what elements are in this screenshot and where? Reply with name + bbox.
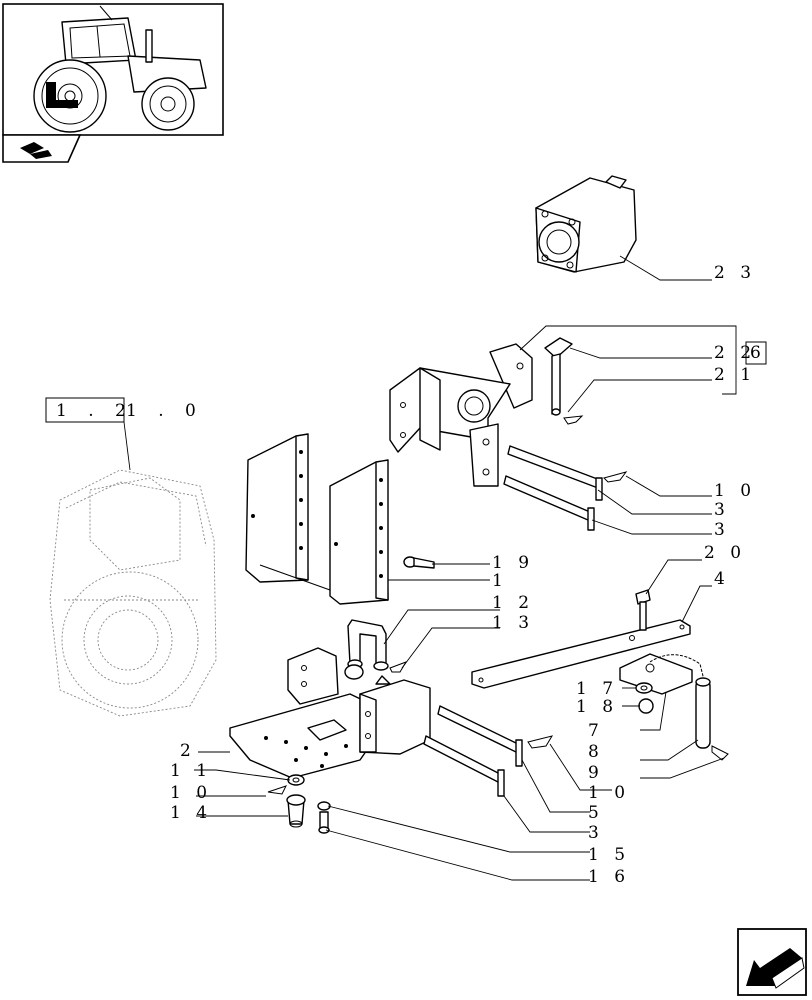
part-12-u-bolt (347, 619, 389, 671)
callout-19: 1 9 (492, 553, 534, 573)
callout-15: 1 5 (588, 845, 630, 865)
callout-14: 1 4 (170, 803, 212, 823)
callout-8: 8 (588, 742, 604, 762)
part-2-lower-plate (229, 647, 431, 779)
callout-1: 1 (492, 571, 508, 591)
leader-lines (123, 255, 737, 881)
callout-10-left: 1 0 (170, 783, 212, 803)
part-17-18-washers (635, 682, 654, 714)
part-13-clip (389, 661, 408, 673)
part-5-pin (437, 705, 523, 767)
part-23-cover (535, 175, 637, 273)
callout-12: 1 2 (492, 593, 534, 613)
callout-5: 5 (588, 803, 604, 823)
callout-9: 9 (588, 763, 604, 783)
callout-labels: 2 3 2 2 6 2 1 1 0 3 3 2 0 1 9 1 4 1 2 1 … (170, 263, 767, 887)
callout-17: 1 7 (576, 679, 618, 699)
part-16-bolt (318, 811, 330, 834)
part-9-clip (711, 745, 729, 761)
reference-link[interactable]: 1 . 2 1 . 0 (45, 397, 204, 423)
part-19-bolt (403, 556, 435, 569)
callout-2: 2 (180, 741, 196, 761)
part-1-side-plates (245, 433, 389, 605)
callout-3-upper-a: 3 (714, 500, 730, 520)
callout-4: 4 (714, 569, 730, 589)
tractor-thumbnail-icon[interactable] (2, 3, 224, 136)
part-4-link-bar (471, 619, 691, 689)
callout-18: 1 8 (576, 697, 618, 717)
callout-20: 2 0 (704, 543, 746, 563)
callout-10-lower: 1 0 (588, 783, 630, 803)
part-20-bolt (635, 589, 651, 631)
part-10-clip-upper (563, 415, 628, 483)
callout-16: 1 6 (588, 867, 630, 887)
reference-boxed-part: 1 . 2 (56, 401, 134, 421)
callout-23: 2 3 (714, 263, 756, 283)
callout-3-lower: 3 (588, 823, 604, 843)
part-10-clip-lower (267, 735, 554, 795)
part-8-pin (649, 654, 711, 749)
hitch-nav-icon[interactable] (2, 134, 82, 163)
callout-11: 1 1 (170, 761, 212, 781)
part-15-washer (317, 801, 331, 811)
callout-13: 1 3 (492, 613, 534, 633)
reference-rest-part: 1 . 0 (126, 401, 204, 421)
part-14-pin (286, 794, 306, 828)
part-3-pins-upper (503, 445, 603, 531)
next-page-arrow-icon[interactable] (737, 928, 807, 996)
part-11-washer (287, 774, 305, 786)
callout-7: 7 (588, 721, 604, 741)
transmission-housing-outline (49, 469, 217, 717)
part-3-pin-lower (423, 735, 505, 797)
callout-6: 6 (750, 343, 766, 363)
callout-22: 2 2 (714, 343, 756, 363)
part-22-upper-bracket (389, 343, 533, 487)
callout-3-upper-b: 3 (714, 520, 730, 540)
callout-21: 2 1 (714, 365, 756, 385)
callout-10-upper: 1 0 (714, 481, 756, 501)
part-21-lever-pin (544, 337, 573, 416)
